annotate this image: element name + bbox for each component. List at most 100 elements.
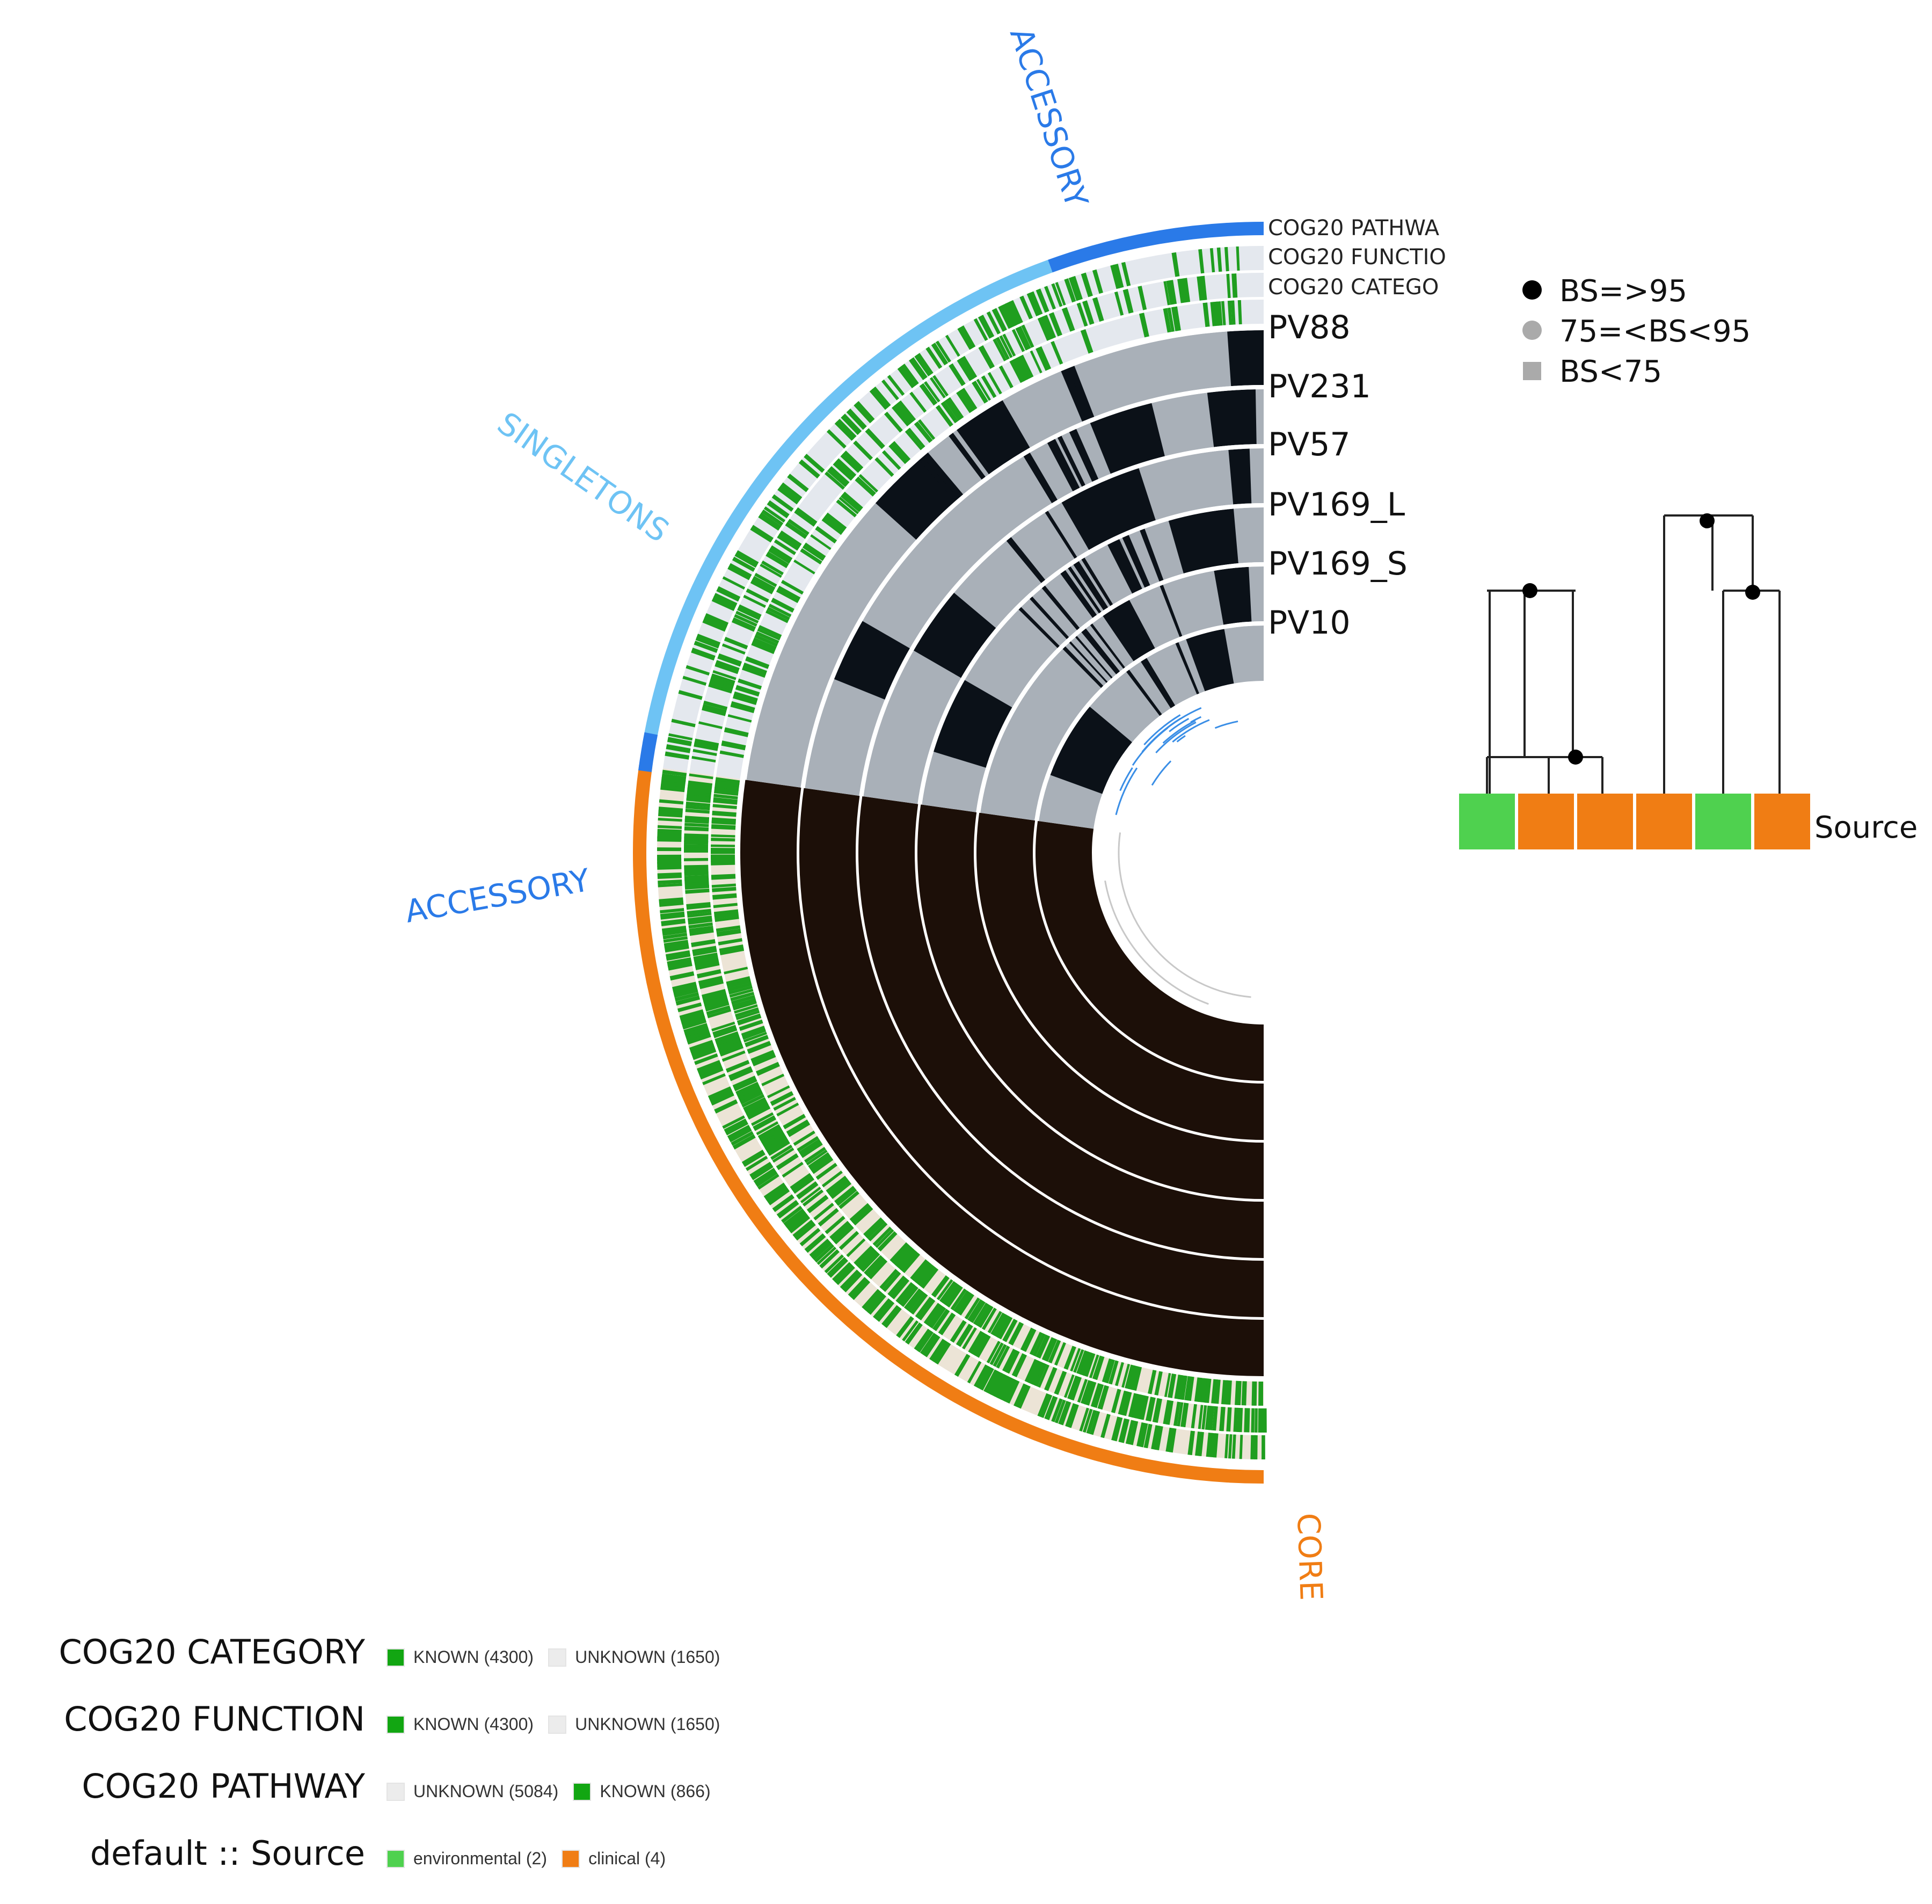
presence-streak	[1068, 640, 1109, 684]
bootstrap-node	[1568, 750, 1583, 765]
cog-known-bar	[990, 1372, 1005, 1397]
cog-known-bar	[884, 1307, 902, 1328]
cog-known-bar	[1154, 1426, 1163, 1451]
cog-known-bar	[751, 1165, 774, 1180]
cog-known-bar	[688, 919, 713, 925]
cog-known-bar	[956, 1292, 973, 1314]
cog-known-bar	[712, 670, 737, 680]
cog-known-bar	[797, 1136, 819, 1152]
dendrogram-branch	[1115, 767, 1138, 815]
cog-known-bar	[1023, 1329, 1037, 1352]
cog-known-bar	[732, 694, 757, 705]
cog-known-bar	[682, 1019, 707, 1030]
cog-known-bar	[692, 946, 717, 955]
cog-known-bar	[715, 663, 739, 674]
cog-known-bar	[996, 1316, 1013, 1340]
cog-known-bar	[731, 994, 755, 1005]
cog-known-bar	[914, 355, 931, 376]
cog-known-bar	[977, 1366, 993, 1390]
cog-known-bar	[749, 1161, 773, 1179]
cog-known-bar	[932, 375, 949, 397]
cog-known-bar	[768, 1188, 790, 1205]
cog-known-bar	[1139, 1395, 1149, 1420]
cog-known-bar	[684, 864, 709, 869]
cog-known-bar	[1008, 1321, 1024, 1346]
cog-known-bar	[925, 346, 943, 369]
cog-known-bar	[741, 1150, 765, 1167]
legend-item: KNOWN (866)	[573, 1782, 711, 1801]
cog-known-bar	[664, 940, 689, 948]
cog-known-bar	[679, 1009, 704, 1020]
cog-known-bar	[842, 1272, 863, 1292]
cog-known-bar	[834, 1265, 855, 1285]
cog-known-bar	[716, 928, 741, 937]
cog-known-bar	[686, 798, 711, 803]
cog-known-bar	[773, 1096, 796, 1111]
cog-known-bar	[1036, 288, 1049, 313]
cog-known-bar	[828, 1178, 849, 1196]
cog-known-bar	[1173, 1401, 1181, 1426]
cog-known-bar	[672, 982, 697, 992]
cog-known-bar	[892, 405, 911, 427]
cog-known-bar	[932, 1340, 950, 1364]
presence-streak	[1041, 585, 1080, 631]
cog-known-bar	[927, 1305, 945, 1328]
cog-known-bar	[1177, 1402, 1184, 1427]
cog-known-bar	[667, 961, 692, 971]
presence-streak	[1126, 668, 1162, 716]
cog-known-bar	[734, 1004, 758, 1014]
cog-known-bar	[1197, 276, 1204, 301]
cog-known-bar	[1167, 307, 1175, 332]
cog-known-bar	[761, 1073, 785, 1086]
cog-known-bar	[1258, 1381, 1264, 1406]
ring-divider	[976, 562, 1264, 813]
cog-known-bar	[808, 1152, 830, 1169]
cog-known-bar	[1041, 1337, 1055, 1361]
cog-known-bar	[1027, 1360, 1042, 1385]
cog-known-bar	[1237, 1407, 1243, 1433]
cog-known-bar	[665, 950, 690, 959]
bootstrap-legend: BS=>95 75=<BS<95 BS<75	[1514, 274, 1782, 397]
bin-label: CORE	[1290, 1513, 1330, 1601]
cog-known-bar	[1121, 1391, 1132, 1416]
cog-known-bar	[858, 474, 878, 493]
cog-known-bar	[1258, 1408, 1263, 1433]
cog-known-bar	[1195, 1431, 1202, 1456]
cog-known-bar	[945, 1284, 963, 1308]
cog-known-bar	[1180, 1402, 1189, 1428]
cog-known-bar	[1090, 1383, 1102, 1408]
cog-known-bar	[812, 1157, 834, 1174]
cog-known-bar	[818, 1208, 839, 1227]
cog-known-bar	[915, 1297, 933, 1319]
cog-known-bar	[1067, 1375, 1080, 1400]
cog-known-bar	[695, 962, 720, 970]
cog-known-bar	[981, 375, 997, 398]
cog-known-bar	[971, 1332, 988, 1356]
presence-streak	[1139, 527, 1164, 583]
cog-known-bar	[1080, 1351, 1092, 1376]
cog-known-bar	[986, 1341, 1001, 1364]
cog-known-bar	[862, 1289, 882, 1311]
cog-known-bar	[745, 1035, 769, 1048]
cog-known-bar	[855, 401, 875, 423]
cog-known-bar	[660, 784, 685, 793]
legend-item-label: environmental (2)	[413, 1849, 547, 1868]
presence-block	[1061, 467, 1156, 551]
cog-known-bar	[1044, 1367, 1058, 1391]
cog-known-bar	[1051, 283, 1063, 307]
presence-streak	[984, 405, 1020, 458]
cog-known-bar	[1233, 1407, 1238, 1432]
cog-known-bar	[1048, 312, 1062, 337]
cog-known-bar	[1031, 1362, 1045, 1386]
cog-known-bar	[1224, 246, 1229, 272]
presence-streak	[1046, 438, 1080, 492]
cog-known-bar	[990, 1312, 1007, 1336]
cog-known-bar	[1148, 1370, 1157, 1394]
cog-known-bar	[1102, 1358, 1114, 1383]
cog-known-bar	[725, 1121, 748, 1136]
cog-known-bar	[840, 494, 861, 512]
cog-known-bar	[1002, 1319, 1018, 1342]
presence-streak	[918, 456, 959, 502]
legend-swatch	[387, 1715, 405, 1734]
cog-known-bar	[1143, 1423, 1153, 1449]
